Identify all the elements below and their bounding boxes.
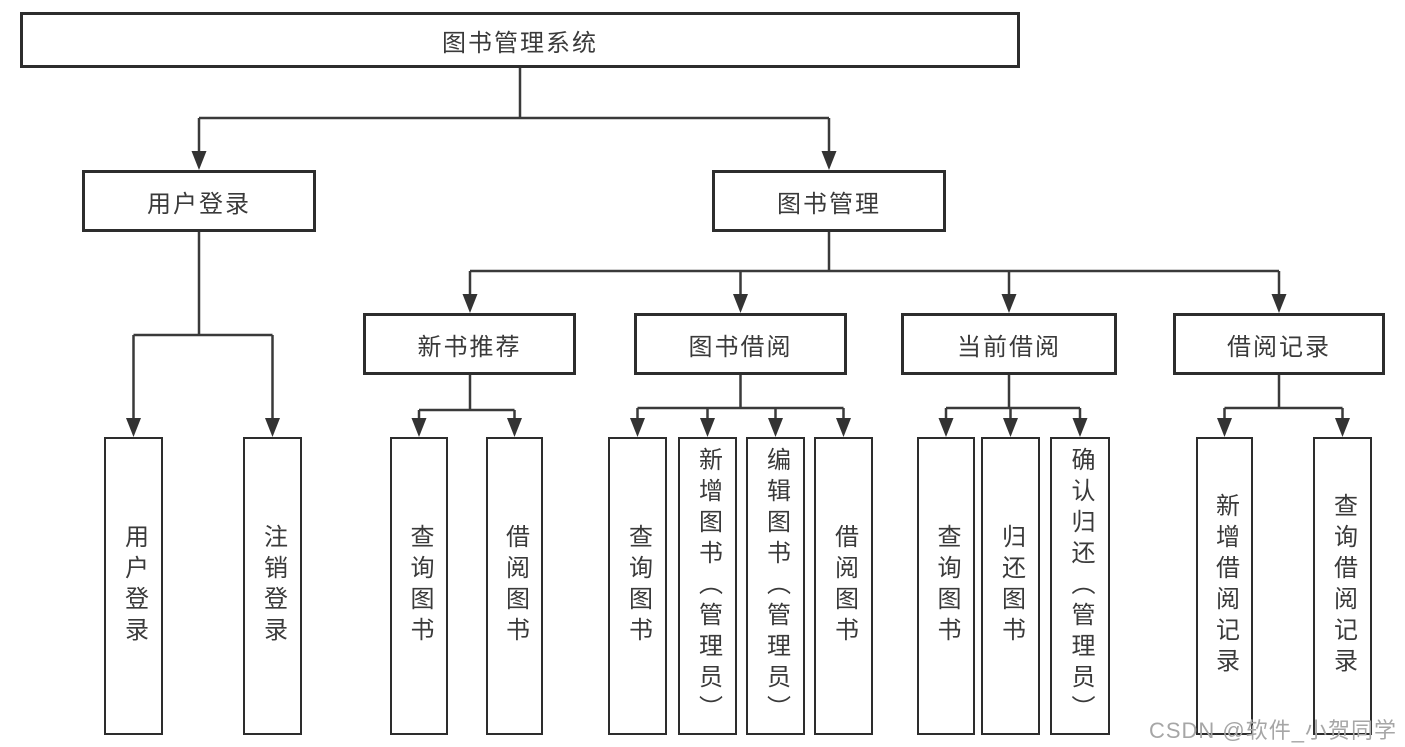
leaf-return-books: 归还图书 [981, 437, 1040, 735]
node-root: 图书管理系统 [20, 12, 1020, 68]
arrowhead-borrowing-records [1271, 294, 1287, 313]
leaf-user-login-label: 用户登录 [120, 524, 148, 648]
leaf-borrow-books-2: 借阅图书 [814, 437, 873, 735]
connector-current-to-children [944, 375, 1082, 419]
arrowhead-leaf-user-login [126, 418, 141, 437]
arrowhead-add-books-admin [700, 418, 715, 437]
arrowhead-return-books [1003, 418, 1018, 437]
arrowhead-book-management [821, 151, 837, 170]
arrowhead-query-books-2 [630, 418, 645, 437]
connector-login-to-children [132, 232, 274, 419]
arrowhead-current-borrowing [1001, 294, 1017, 313]
leaf-add-borrow-record-label: 新增借阅记录 [1211, 493, 1239, 679]
arrowhead-edit-books-admin [768, 418, 783, 437]
connector-records-to-children [1223, 375, 1344, 419]
node-new-book-recommendation-label: 新书推荐 [417, 333, 522, 361]
leaf-return-books-label: 归还图书 [997, 524, 1025, 648]
watermark: CSDN @软件_小贺同学 [1148, 718, 1397, 743]
leaf-query-books-2: 查询图书 [608, 437, 667, 735]
leaf-borrow-books-1: 借阅图书 [486, 437, 543, 735]
arrowhead-borrow-books-2 [836, 418, 851, 437]
connector-borrowing-to-children [636, 375, 845, 419]
arrowhead-borrow-books-1 [507, 418, 522, 437]
leaf-logout: 注销登录 [243, 437, 302, 735]
leaf-borrow-books-1-label: 借阅图书 [501, 524, 529, 648]
arrowhead-new-book-recommendation [462, 294, 478, 313]
leaf-confirm-return-admin-label: 确认归还（管理员） [1067, 446, 1094, 726]
leaf-query-books-3: 查询图书 [917, 437, 975, 735]
leaf-query-books-1-label: 查询图书 [406, 524, 433, 648]
node-user-login: 用户登录 [82, 170, 316, 232]
node-current-borrowing-label: 当前借阅 [957, 333, 1061, 361]
connector-management-to-sections [468, 232, 1281, 295]
node-book-management-label: 图书管理 [777, 190, 881, 218]
leaf-add-borrow-record: 新增借阅记录 [1196, 437, 1253, 735]
arrowhead-leaf-logout [265, 418, 280, 437]
node-current-borrowing: 当前借阅 [901, 313, 1117, 375]
leaf-query-books-2-label: 查询图书 [624, 524, 652, 648]
leaf-edit-books-admin: 编辑图书（管理员） [746, 437, 805, 735]
connector-recommendation-to-children [417, 375, 516, 419]
arrowhead-user-login [191, 151, 207, 170]
leaf-confirm-return-admin: 确认归还（管理员） [1050, 437, 1110, 735]
leaf-query-books-3-label: 查询图书 [933, 524, 960, 648]
arrowhead-query-books-3 [938, 418, 954, 437]
node-borrowing-records: 借阅记录 [1173, 313, 1385, 375]
node-user-login-label: 用户登录 [147, 190, 251, 218]
leaf-logout-label: 注销登录 [259, 524, 287, 648]
leaf-edit-books-admin-label: 编辑图书（管理员） [762, 446, 790, 726]
arrowhead-query-borrow-record [1335, 418, 1350, 437]
leaf-user-login: 用户登录 [104, 437, 163, 735]
leaf-add-books-admin: 新增图书（管理员） [678, 437, 737, 735]
leaf-query-borrow-record-label: 查询借阅记录 [1329, 493, 1357, 679]
arrowhead-add-borrow-record [1217, 418, 1232, 437]
node-book-management: 图书管理 [712, 170, 946, 232]
node-book-borrowing-label: 图书借阅 [688, 333, 793, 361]
leaf-query-borrow-record: 查询借阅记录 [1313, 437, 1372, 735]
node-borrowing-records-label: 借阅记录 [1227, 333, 1331, 361]
leaf-add-books-admin-label: 新增图书（管理员） [694, 446, 722, 726]
arrowhead-book-borrowing [733, 294, 748, 313]
connector-root-to-level2 [197, 68, 831, 152]
arrowhead-confirm-return-admin [1072, 418, 1088, 437]
node-new-book-recommendation: 新书推荐 [363, 313, 576, 375]
leaf-query-books-1: 查询图书 [390, 437, 448, 735]
node-root-label: 图书管理系统 [442, 29, 598, 57]
node-book-borrowing: 图书借阅 [634, 313, 847, 375]
arrowhead-query-books-1 [411, 418, 427, 437]
leaf-borrow-books-2-label: 借阅图书 [830, 524, 858, 648]
